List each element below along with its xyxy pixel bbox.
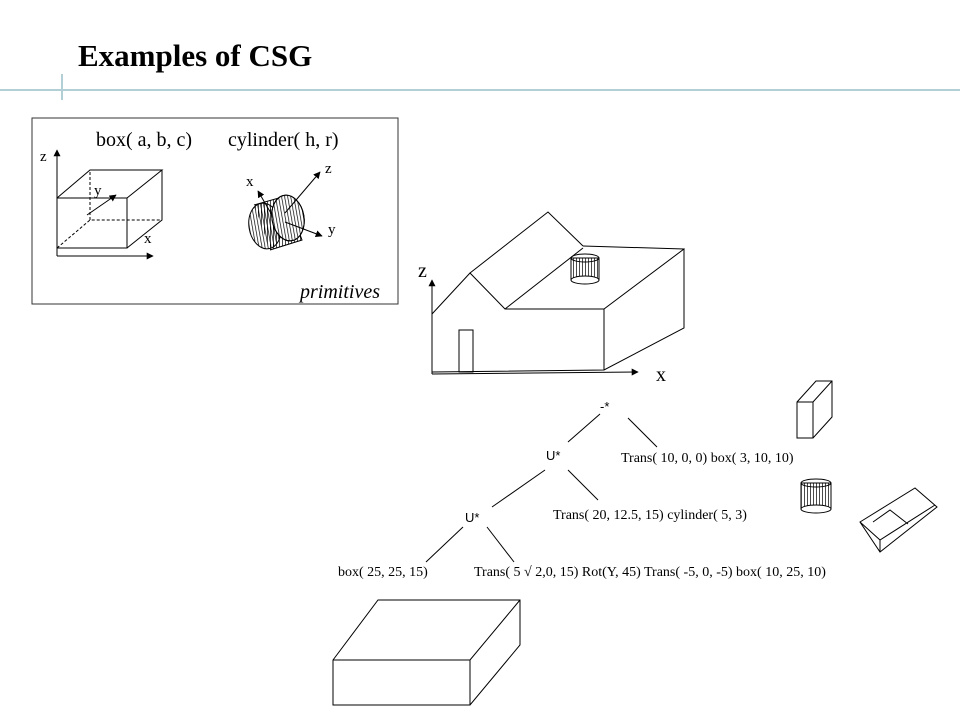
csg-leaf-base-box: box( 25, 25, 15) [338,565,428,580]
small-cylinder-icon [800,478,832,514]
csg-tree-edges [425,413,658,563]
csg-leaf-subtract-box: Trans( 10, 0, 0) box( 3, 10, 10) [621,451,794,466]
box-z-axis-label: z [40,149,47,165]
title-underline [0,89,960,91]
csg-union-op-2: U* [465,510,480,525]
box-primitive-drawing [53,149,164,260]
cylinder-x-axis-label: x [246,174,254,190]
thin-box-icon [796,380,833,439]
house-x-axis-label: x [656,364,666,386]
cylinder-primitive-label: cylinder( h, r) [228,129,339,151]
csg-union-op-1: U* [546,448,561,463]
cylinder-y-axis-label: y [328,222,336,238]
cylinder-primitive-drawing [248,171,323,251]
box-y-axis-label: y [94,183,102,199]
house-drawing [428,211,685,376]
primitives-panel [31,117,399,305]
cylinder-z-axis-label: z [325,161,332,177]
house-z-axis-label: z [418,260,427,282]
box-x-axis-label: x [144,231,152,247]
csg-root-subtract-op: -* [600,399,610,414]
slide-title: Examples of CSG [78,38,313,73]
csg-leaf-cylinder: Trans( 20, 12.5, 15) cylinder( 5, 3) [553,508,747,523]
tilted-box-icon [859,487,938,553]
primitives-caption: primitives [300,281,380,303]
csg-leaf-tilted-box: Trans( 5 √ 2,0, 15) Rot(Y, 45) Trans( -5… [474,565,826,580]
title-accent-tick [61,74,63,100]
box-primitive-label: box( a, b, c) [96,129,193,151]
large-box-icon [332,599,521,706]
